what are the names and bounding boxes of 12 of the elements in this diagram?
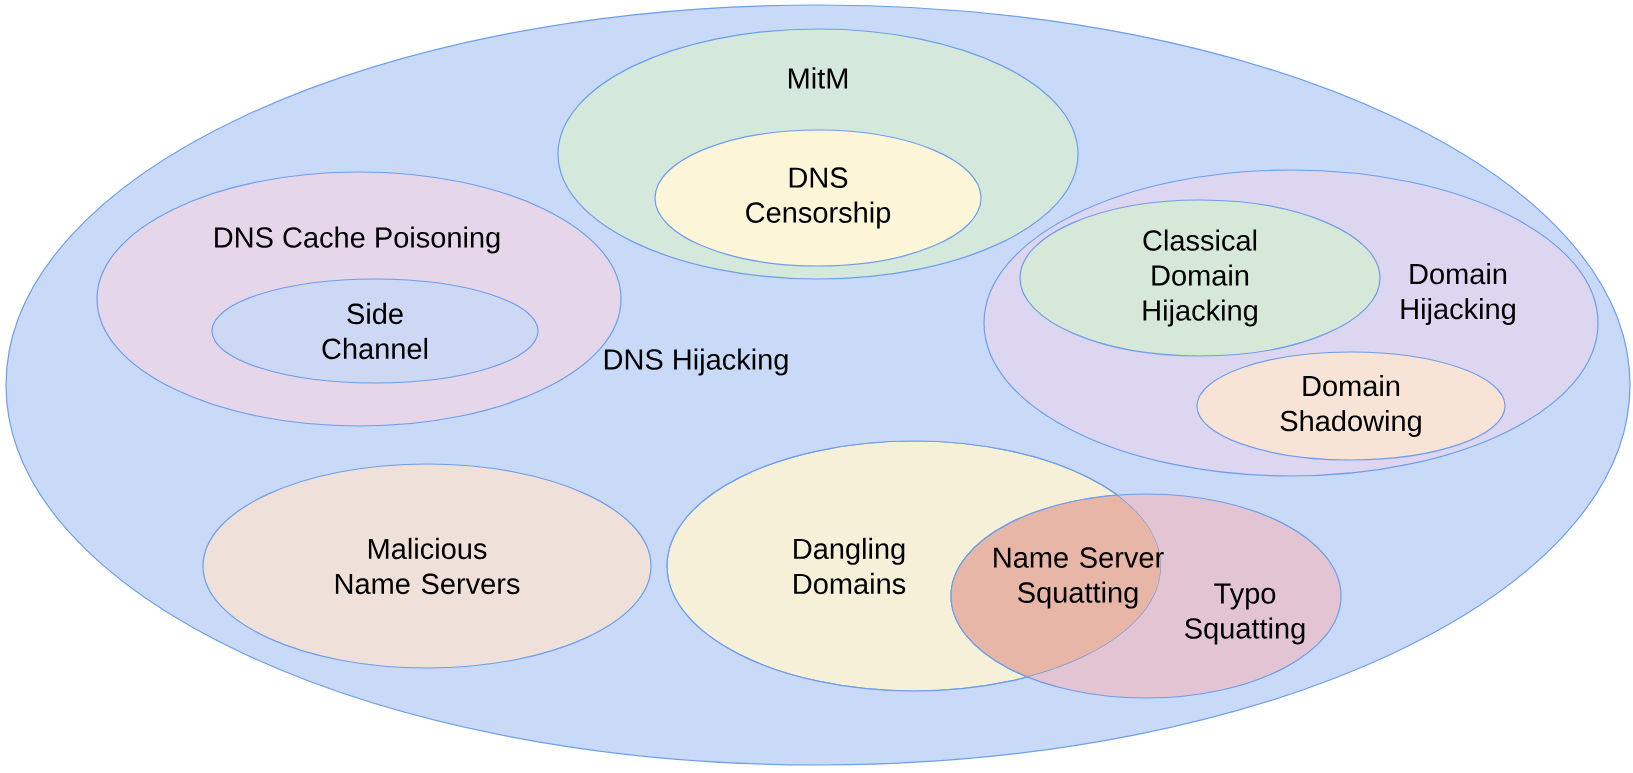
region-label: Dangling Domains <box>794 537 906 595</box>
region-label: Side Channel <box>322 302 428 360</box>
region-label: Typo Squatting <box>1185 583 1305 645</box>
region-label: DNS Cache Poisoning <box>215 226 500 254</box>
region-label: DNS Censorship <box>746 167 891 229</box>
region-label: DNS Hijacking <box>604 348 788 376</box>
region-label: Domain Hijacking <box>1401 262 1515 325</box>
region-label: MitM <box>789 67 848 89</box>
region-label: Classical Domain Hijacking <box>1143 229 1257 327</box>
region-label: Malicious Name Servers <box>335 537 520 595</box>
region-label: Domain Shadowing <box>1280 374 1421 437</box>
overlap-label: Name Server Squatting <box>994 547 1164 609</box>
